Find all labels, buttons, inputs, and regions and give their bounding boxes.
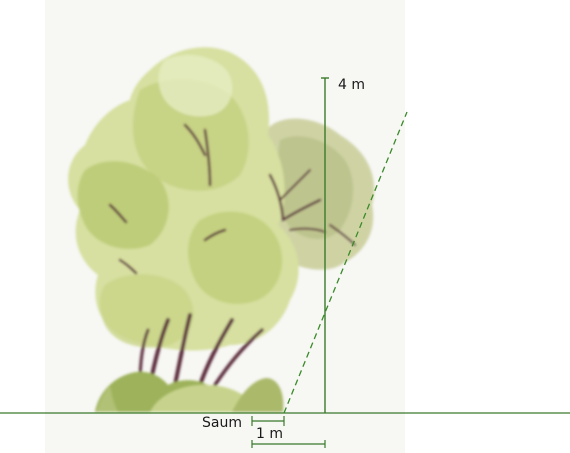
saum-label: Saum <box>202 416 242 430</box>
height-label: 4 m <box>338 78 365 92</box>
width-label: 1 m <box>256 427 283 441</box>
